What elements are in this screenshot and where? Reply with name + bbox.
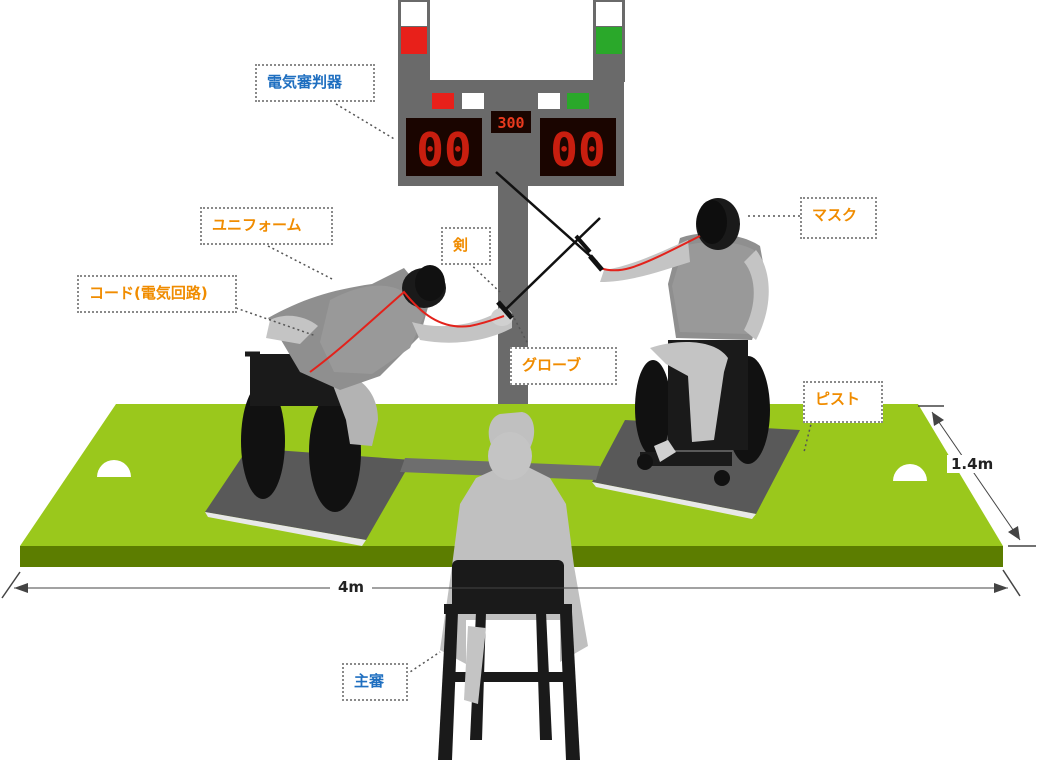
right-score: 00 [550,123,605,177]
left-fencer [241,217,601,512]
scoring-machine: 300 00 00 [398,0,625,408]
dimension-lines [1,405,1036,599]
label-sword: 剣 [441,227,491,265]
label-uniform: ユニフォーム [200,207,333,245]
left-score-panel [406,118,482,176]
left-white-lamp [462,93,484,109]
label-mask: マスク [800,197,877,239]
right-fencer [495,171,770,486]
left-signal-light [401,27,427,54]
right-green-lamp [567,93,589,109]
left-red-lamp [432,93,454,109]
label-glove: グローブ [510,347,617,385]
label-referee: 主審 [342,663,408,701]
right-sword [495,171,598,263]
label-scoring-machine: 電気審判器 [255,64,375,102]
leader-lines [235,103,813,681]
left-score: 00 [416,123,471,177]
dimension-width: 1.4m [947,455,998,473]
referee-chair [452,560,564,612]
left-marker [97,460,131,477]
timer-panel [491,111,531,133]
right-fencer-uniform [672,241,760,334]
right-signal-light [596,27,622,54]
referee-head [488,432,532,480]
body-cord [309,290,505,373]
dimension-length: 4m [330,578,373,596]
label-cord: コード(電気回路) [77,275,237,313]
left-fencer-uniform [320,285,424,374]
referee [438,412,588,760]
timer-display: 300 [497,114,524,132]
right-white-lamp [538,93,560,109]
right-marker [893,464,927,481]
left-sword [504,217,601,311]
label-piste: ピスト [803,381,883,423]
right-score-panel [540,118,616,176]
